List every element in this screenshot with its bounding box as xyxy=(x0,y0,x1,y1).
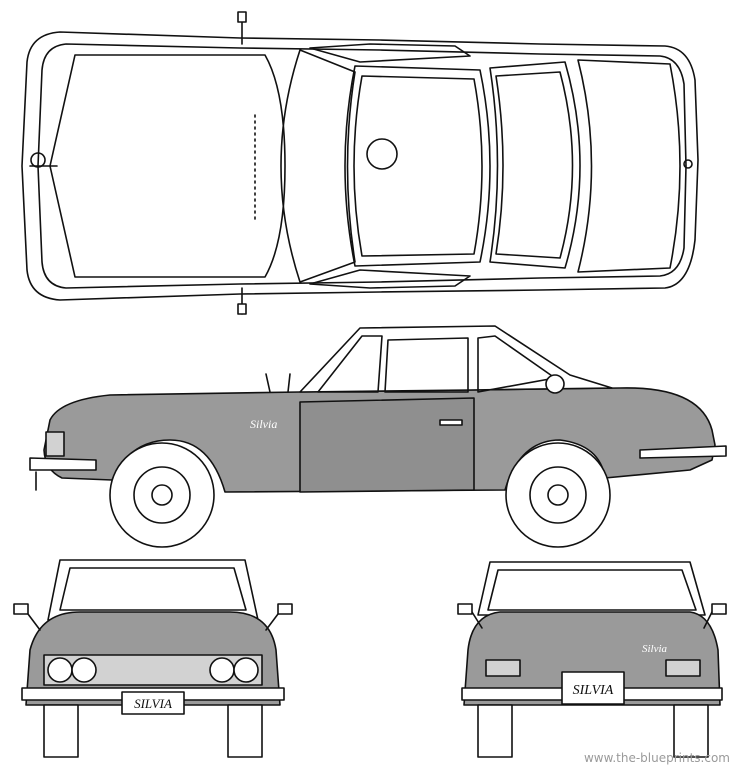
front-view-left-tire xyxy=(43,704,79,758)
rear-script: Silvia xyxy=(642,643,668,655)
taillight-left xyxy=(485,659,521,677)
front-plate xyxy=(121,691,185,715)
side-view-door xyxy=(299,397,475,493)
watermark: www.the-blueprints.com xyxy=(584,751,730,765)
top-view-mirror-right xyxy=(237,287,247,315)
rear-view-mirror-right xyxy=(703,603,727,629)
top-view-roof-inner xyxy=(353,75,483,257)
top-view-mirror-left xyxy=(237,11,247,45)
side-script: Silvia xyxy=(250,417,277,431)
top-view-left-window xyxy=(309,43,471,63)
trunk-lock-icon xyxy=(683,159,693,169)
side-view-wiper-2 xyxy=(287,373,291,393)
side-view-door-window xyxy=(384,337,469,393)
rear-view-body xyxy=(463,611,721,706)
side-view-headlight xyxy=(45,431,65,457)
front-view-mirror-right xyxy=(265,603,293,631)
front-view: SILVIA xyxy=(13,559,293,758)
top-view-rear-window xyxy=(489,61,581,269)
rear-view: SILVIA Silvia xyxy=(457,561,727,758)
front-view-mirror-left xyxy=(13,603,41,631)
top-view-windshield xyxy=(280,49,356,283)
side-view-greenhouse xyxy=(299,325,613,393)
side-view-rear-window xyxy=(477,335,556,393)
rear-plate-text: SILVIA xyxy=(573,683,614,698)
taillight-right xyxy=(665,659,701,677)
top-view-hood xyxy=(49,54,286,278)
rear-view-window xyxy=(487,569,697,611)
front-bumper xyxy=(29,457,97,471)
front-view-cabin xyxy=(47,559,259,621)
top-view-rear-window-inner xyxy=(495,71,574,259)
side-view-rear-wheel xyxy=(505,442,611,548)
headlight-right-outer xyxy=(233,657,259,683)
rear-view-left-tire xyxy=(477,704,513,758)
top-view-trunk xyxy=(577,59,681,273)
rear-view-mirror-left xyxy=(457,603,483,629)
headlight-left-outer xyxy=(47,657,73,683)
side-view-front-window xyxy=(317,335,383,393)
front-view-windshield xyxy=(59,567,247,611)
rear-plate xyxy=(561,671,625,705)
top-view-body-inner xyxy=(37,43,687,289)
side-view-front-wheel xyxy=(109,442,215,548)
front-view-right-tire xyxy=(227,704,263,758)
rear-view-right-tire xyxy=(673,704,709,758)
roof-antenna-icon xyxy=(366,138,398,170)
top-view-roof xyxy=(344,65,491,267)
top-view xyxy=(21,11,699,315)
door-handle-icon xyxy=(439,419,463,426)
rear-bumper xyxy=(639,445,727,459)
headlight-right-inner xyxy=(209,657,235,683)
front-emblem-icon xyxy=(30,152,46,168)
side-view-wiper-1 xyxy=(265,373,271,393)
top-view-right-window xyxy=(309,269,471,289)
front-plate-text: SILVIA xyxy=(134,696,172,711)
headlight-left-inner xyxy=(71,657,97,683)
top-view-body-outline xyxy=(21,31,699,301)
fuel-cap-icon xyxy=(545,374,565,394)
side-view: Silvia xyxy=(29,325,727,548)
